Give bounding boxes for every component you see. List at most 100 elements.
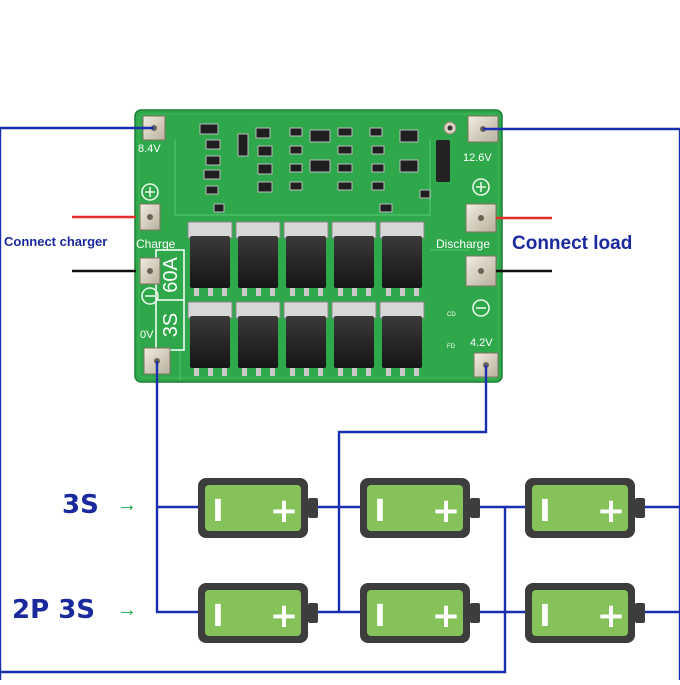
battery-terminal (635, 603, 645, 623)
battery-plus-icon: + (270, 491, 299, 531)
smd-component (337, 181, 353, 191)
mosfet (283, 221, 329, 296)
smd-component (205, 139, 221, 150)
smd-component (289, 163, 303, 173)
battery-cell: I+ (198, 583, 318, 643)
mosfet (331, 301, 377, 376)
wire-parallel-link (0, 507, 507, 674)
wire-b-minus (155, 361, 200, 614)
model-marking: 3S 60A (155, 249, 185, 351)
fd-mark: FD (447, 344, 456, 350)
battery-cell: I+ (198, 478, 318, 538)
smd-component (337, 163, 353, 173)
battery-cell: I+ (525, 478, 645, 538)
pad-discharge-plus (465, 203, 497, 233)
mosfet (331, 221, 377, 296)
wire-mid-tap (337, 365, 488, 612)
battery-minus-icon: I (374, 599, 385, 634)
smd-component (289, 181, 303, 191)
smd-component (255, 127, 271, 139)
mosfet (235, 221, 281, 296)
smd-component (379, 203, 393, 213)
connect-load-label: Connect load (512, 233, 633, 254)
battery-plus-icon: + (432, 596, 461, 636)
smd-component (371, 163, 385, 173)
smd-component (371, 145, 385, 155)
pad-b-minus-label: 0V (140, 329, 154, 341)
smd-component (309, 159, 331, 173)
connect-charger-label: Connect charger (4, 234, 108, 249)
mosfet (283, 301, 329, 376)
battery-plus-icon: + (597, 491, 626, 531)
plus-silk-right (472, 178, 490, 196)
mosfet (187, 221, 233, 296)
smd-component (289, 127, 303, 137)
row-2p3s-arrow-icon: → (117, 599, 137, 621)
pad-p-plus-label: 12.6V (463, 152, 492, 164)
battery-pack: I+I+I+I+I+I+ (198, 478, 645, 643)
mosfet (235, 301, 281, 376)
minus-silk-left (141, 287, 159, 305)
battery-terminal (308, 498, 318, 518)
smd-component (257, 163, 273, 175)
battery-terminal (308, 603, 318, 623)
battery-plus-icon: + (270, 596, 299, 636)
cd-mark: CD (447, 312, 456, 318)
smd-component (369, 127, 383, 137)
control-ic-area (199, 123, 431, 213)
plus-silk-left (141, 183, 159, 201)
battery-minus-icon: I (212, 599, 223, 634)
row-2p3s-label: 2P 3S (12, 595, 96, 625)
mosfet-array (187, 221, 425, 376)
mosfet (379, 301, 425, 376)
battery-cell: I+ (360, 478, 480, 538)
battery-minus-icon: I (374, 494, 385, 529)
smd-component (213, 203, 225, 213)
minus-silk-right (472, 299, 490, 317)
smd-component (399, 159, 419, 173)
smd-component (289, 145, 303, 155)
mosfet (187, 301, 233, 376)
smd-component (371, 181, 385, 191)
model-cells-text: 3S (160, 313, 182, 337)
smd-component (205, 185, 219, 195)
battery-terminal (635, 498, 645, 518)
battery-terminal (470, 498, 480, 518)
pad-discharge-minus (465, 255, 497, 287)
pad-b-plus-label: 8.4V (138, 143, 161, 155)
row-3s-arrow-icon: → (117, 494, 137, 516)
smd-component (257, 145, 273, 157)
row-3s-label: 3S (62, 490, 99, 520)
smd-component (205, 155, 221, 166)
battery-plus-icon: + (432, 491, 461, 531)
smd-component (337, 145, 353, 155)
battery-minus-icon: I (539, 494, 550, 529)
smd-component (337, 127, 353, 137)
smd-component (199, 123, 219, 135)
battery-cell: I+ (360, 583, 480, 643)
battery-cell: I+ (525, 583, 645, 643)
discharge-label: Discharge (436, 237, 490, 251)
battery-plus-icon: + (597, 596, 626, 636)
wiring (0, 126, 680, 680)
mosfet (379, 221, 425, 296)
bms-board: 3S 60A (134, 109, 503, 383)
battery-minus-icon: I (539, 599, 550, 634)
smd-component (309, 129, 331, 143)
battery-terminal (470, 603, 480, 623)
wire-b-plus (0, 126, 154, 680)
pad-charge-minus (139, 257, 161, 285)
pad-charge-plus (139, 203, 161, 231)
mosfet-driver-chip (436, 140, 450, 182)
smd-component (419, 189, 431, 199)
pad-mid-label: 4.2V (470, 337, 493, 349)
smd-component (237, 133, 249, 157)
smd-component (257, 181, 273, 193)
smd-component (399, 129, 419, 143)
wire-p-plus (483, 127, 680, 680)
smd-component (203, 169, 221, 180)
battery-minus-icon: I (212, 494, 223, 529)
model-current-text: 60A (160, 257, 182, 293)
